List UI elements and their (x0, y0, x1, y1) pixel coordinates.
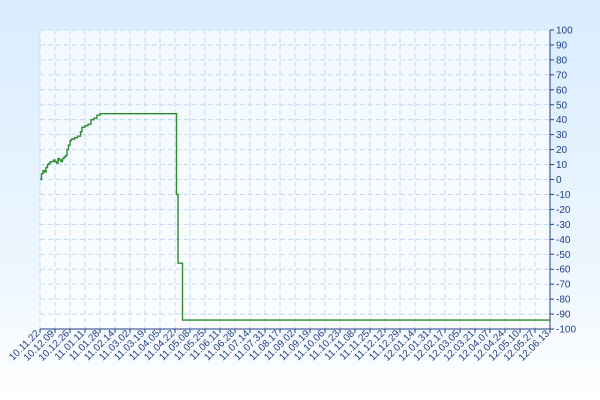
y-tick-label: 20 (556, 145, 568, 156)
y-tick-label: -90 (556, 310, 571, 321)
y-tick-label: 60 (556, 85, 568, 96)
y-tick-label: -30 (556, 220, 571, 231)
y-tick-label: 40 (556, 115, 568, 126)
y-tick-label: -100 (556, 325, 576, 336)
y-tick-label: -50 (556, 250, 571, 261)
y-tick-label: 90 (556, 40, 568, 51)
y-tick-label: -60 (556, 265, 571, 276)
y-tick-labels: 1009080706050403020100-10-20-30-40-50-60… (549, 26, 576, 336)
y-tick-label: -80 (556, 295, 571, 306)
grid-lines (39, 29, 551, 330)
y-tick-label: 50 (556, 100, 568, 111)
y-tick-label: -20 (556, 205, 571, 216)
series-layer (40, 113, 550, 321)
y-tick-label: 0 (556, 175, 562, 186)
y-tick-label: 30 (556, 130, 568, 141)
series-line (40, 113, 550, 321)
y-tick-label: -10 (556, 190, 571, 201)
y-tick-label: -70 (556, 280, 571, 291)
y-tick-label: 80 (556, 55, 568, 66)
y-tick-label: -40 (556, 235, 571, 246)
y-tick-label: 10 (556, 160, 568, 171)
y-tick-label: 100 (556, 26, 573, 37)
y-tick-label: 70 (556, 70, 568, 81)
